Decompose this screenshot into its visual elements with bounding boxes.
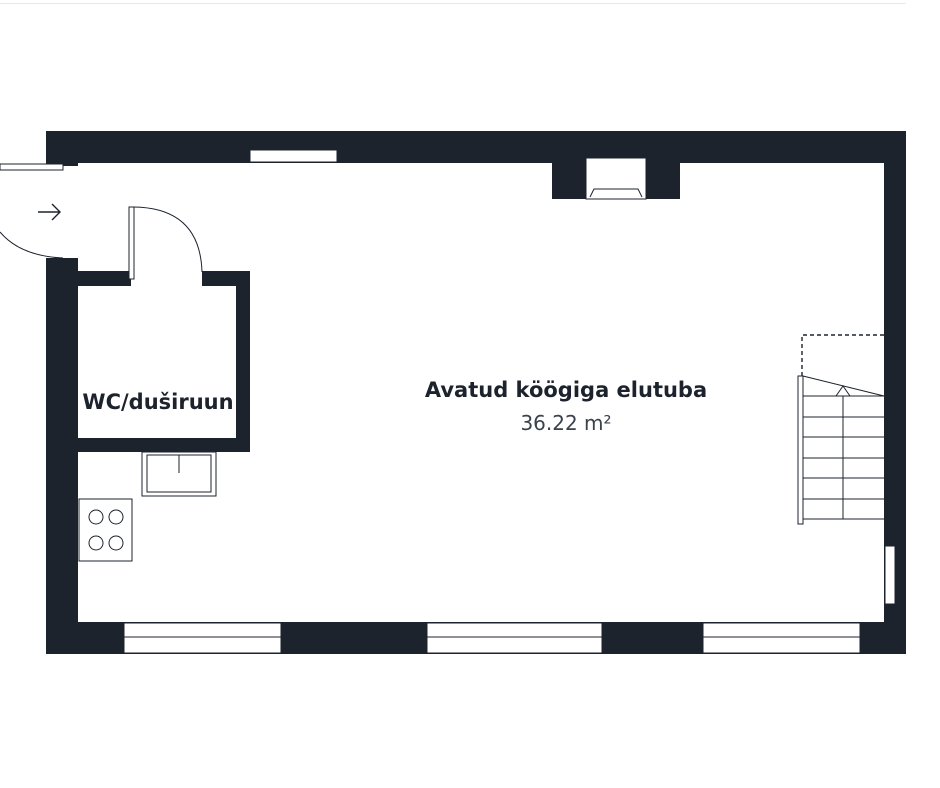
top-divider xyxy=(0,3,906,4)
arrow-right-icon xyxy=(38,203,61,221)
sink-icon xyxy=(141,451,217,497)
four-burner-stove-icon xyxy=(78,498,133,562)
living-room-area: 36.22 m² xyxy=(520,411,611,435)
window-bottom-1 xyxy=(123,622,282,654)
entrance-door xyxy=(0,163,80,259)
window-top xyxy=(249,149,338,163)
living-room-label: Avatud köögiga elutuba xyxy=(425,378,707,402)
window-bottom-2 xyxy=(426,622,603,654)
window-bottom-3 xyxy=(702,622,861,654)
wc-walls xyxy=(78,269,250,452)
staircase-icon xyxy=(797,334,885,525)
window-right xyxy=(884,545,896,605)
wc-room-label: WC/duširuun xyxy=(82,390,233,414)
fireplace-icon xyxy=(552,157,680,200)
windows xyxy=(123,149,896,654)
wc-door xyxy=(128,206,203,280)
outer-walls xyxy=(46,131,906,654)
